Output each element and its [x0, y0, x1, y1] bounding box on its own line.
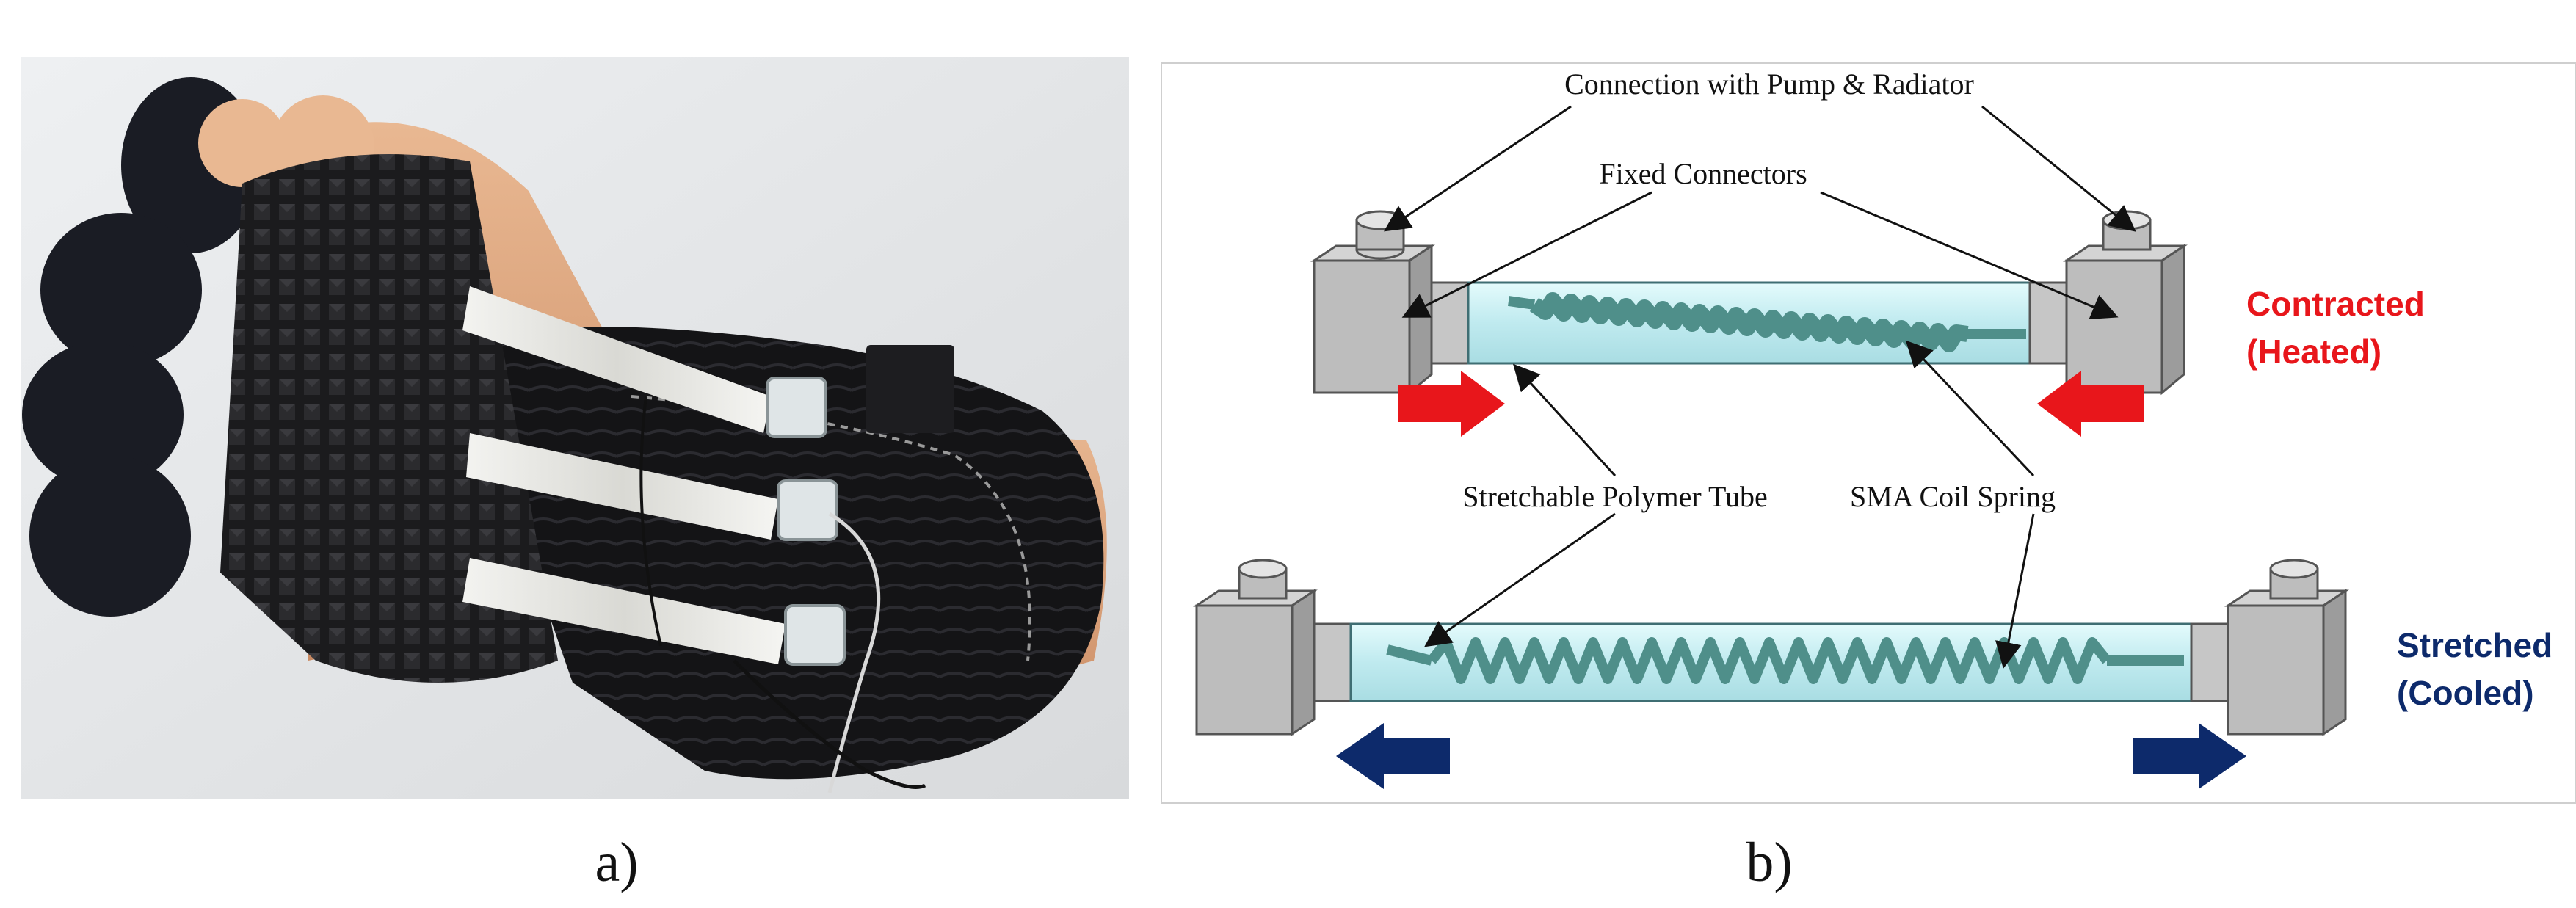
caption-b: b) [1746, 832, 1792, 893]
leader-lines [1384, 105, 2136, 669]
red-arrow-right [1398, 371, 1505, 437]
left-fixed-connector-bottom [1193, 559, 1356, 736]
wire-black [733, 659, 926, 789]
studded-band [220, 154, 558, 683]
blue-arrow-left [1336, 723, 1450, 789]
label-pump-connection: Connection with Pump & Radiator [1564, 68, 1974, 101]
glove-fingers [22, 77, 374, 617]
sma-spring-contracted [1529, 292, 1969, 352]
label-sma-spring: SMA Coil Spring [1850, 480, 2056, 513]
wrap-stitching [631, 395, 1031, 661]
blue-arrow-right [2133, 723, 2246, 789]
glove-photo [21, 57, 1129, 799]
red-arrow-left [2037, 371, 2144, 437]
stretched-actuator [1193, 559, 2349, 789]
wrist-wrap [455, 327, 1104, 780]
right-fixed-connector-bottom [2190, 559, 2349, 736]
state-contracted-line1: Contracted [2246, 285, 2425, 323]
state-stretched-line1: Stretched [2397, 626, 2553, 664]
tendon-straps [462, 286, 786, 664]
sma-spring-stretched [1427, 637, 2111, 684]
contracted-actuator [1310, 210, 2188, 437]
wire-black-2 [639, 396, 662, 647]
left-fixed-connector-top [1310, 210, 1473, 396]
label-polymer-tube: Stretchable Polymer Tube [1462, 480, 1768, 513]
actuator-connectors [766, 345, 954, 666]
state-stretched-line2: (Cooled) [2397, 674, 2534, 712]
caption-a: a) [595, 832, 638, 893]
label-fixed-connectors: Fixed Connectors [1599, 157, 1807, 190]
state-contracted-line2: (Heated) [2246, 333, 2381, 371]
sma-diagram: Connection with Pump & Radiator Fixed Co… [1161, 62, 2576, 804]
